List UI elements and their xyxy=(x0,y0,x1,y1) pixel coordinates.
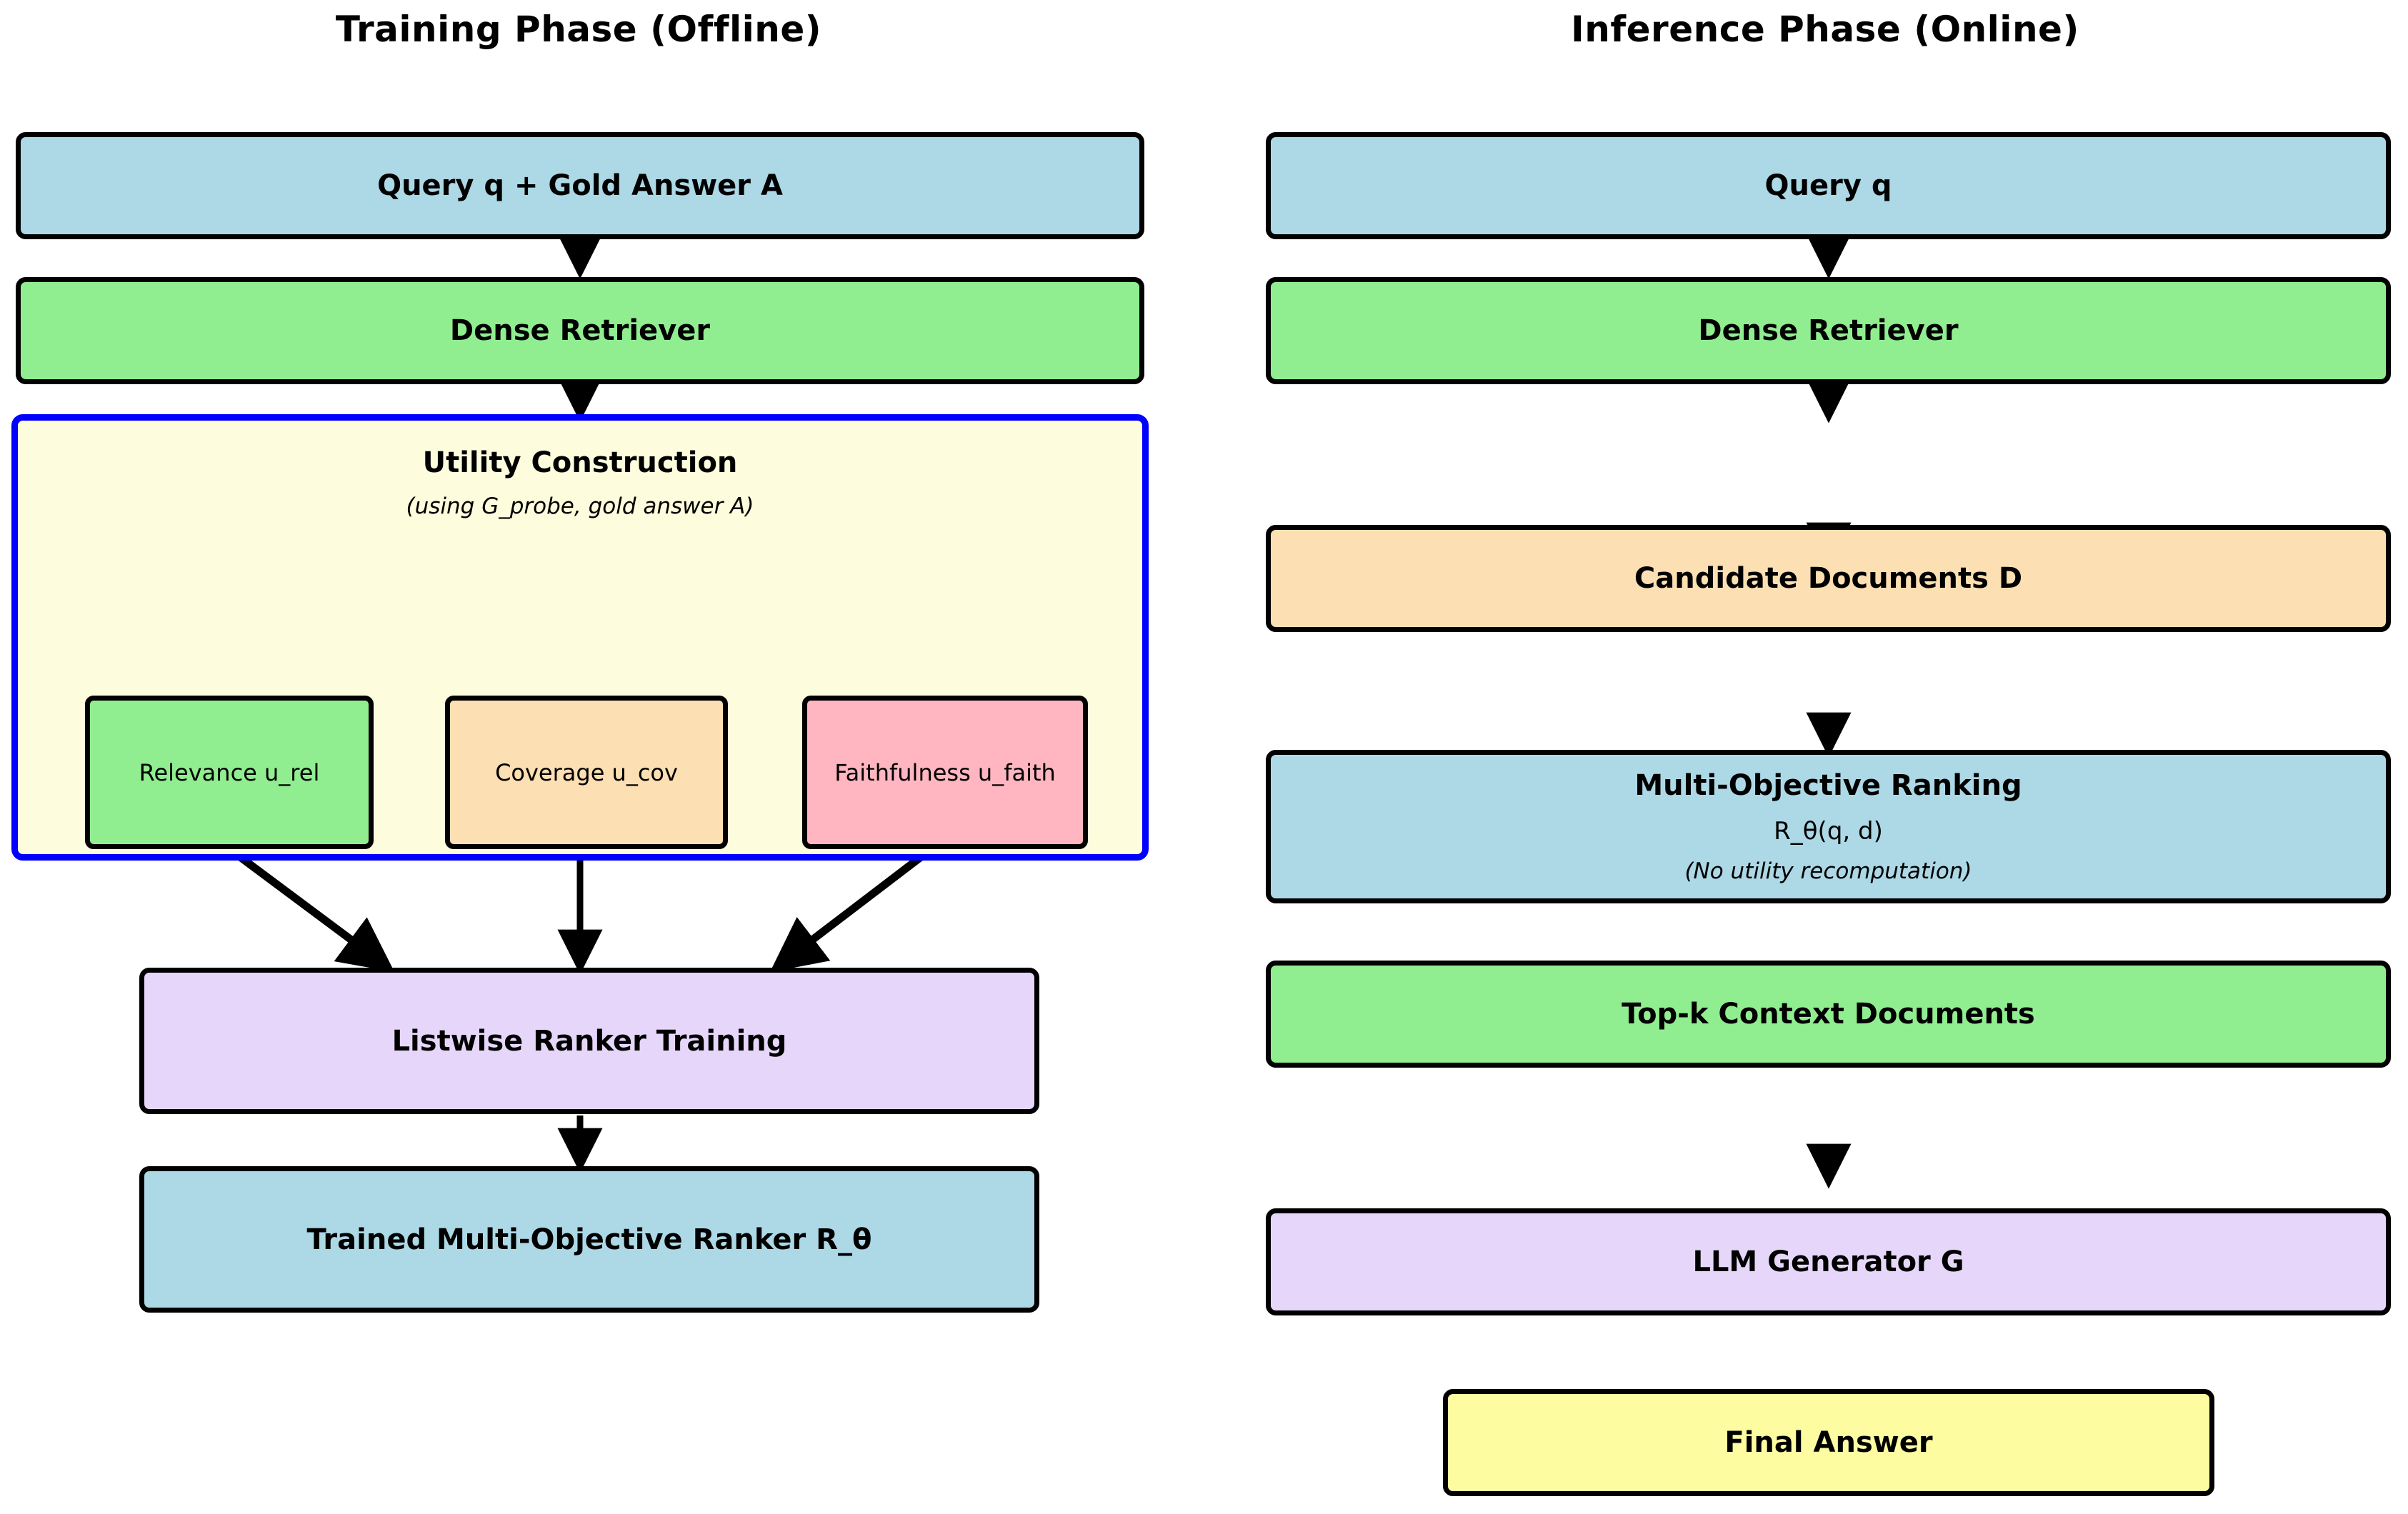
node-label: Trained Multi-Objective Ranker R_θ xyxy=(306,1223,872,1256)
node-label: Top-k Context Documents xyxy=(1622,998,2035,1031)
node-label: Dense Retriever xyxy=(449,314,711,347)
node-query[interactable]: Query q xyxy=(1266,132,2391,239)
utility-construction-title: Utility Construction xyxy=(422,446,738,479)
node-llm-generator[interactable]: LLM Generator G xyxy=(1266,1208,2391,1315)
node-relevance-utility[interactable]: Relevance u_rel xyxy=(85,696,374,849)
node-label: Query q + Gold Answer A xyxy=(377,169,783,202)
node-multi-objective-ranking[interactable]: Multi-Objective Ranking R_θ(q, d) (No ut… xyxy=(1266,750,2391,903)
inference-phase-title: Inference Phase (Online) xyxy=(1571,9,2079,50)
node-note: (No utility recomputation) xyxy=(1684,858,1972,885)
node-label: Final Answer xyxy=(1724,1426,1933,1459)
node-listwise-ranker-training[interactable]: Listwise Ranker Training xyxy=(139,968,1039,1114)
node-label: Multi-Objective Ranking xyxy=(1634,768,2022,802)
training-phase-title: Training Phase (Offline) xyxy=(335,9,822,50)
node-candidate-documents[interactable]: Candidate Documents D xyxy=(1266,525,2391,632)
node-label: Coverage u_cov xyxy=(495,758,678,786)
node-query-gold-answer[interactable]: Query q + Gold Answer A xyxy=(16,132,1144,239)
node-dense-retriever-training[interactable]: Dense Retriever xyxy=(16,277,1144,384)
utility-construction-group: Utility Construction (using G_probe, gol… xyxy=(11,414,1149,861)
node-label: LLM Generator G xyxy=(1692,1245,1964,1278)
node-faithfulness-utility[interactable]: Faithfulness u_faith xyxy=(802,696,1088,849)
node-label: Listwise Ranker Training xyxy=(391,1024,787,1058)
node-trained-multi-objective-ranker[interactable]: Trained Multi-Objective Ranker R_θ xyxy=(139,1166,1039,1313)
node-dense-retriever-inference[interactable]: Dense Retriever xyxy=(1266,277,2391,384)
node-topk-context-documents[interactable]: Top-k Context Documents xyxy=(1266,961,2391,1068)
node-label: Query q xyxy=(1764,169,1892,202)
node-label: Relevance u_rel xyxy=(139,758,320,786)
node-label: Faithfulness u_faith xyxy=(834,758,1056,786)
node-label: Dense Retriever xyxy=(1698,314,1959,347)
node-final-answer[interactable]: Final Answer xyxy=(1443,1389,2214,1496)
node-label: Candidate Documents D xyxy=(1634,562,2023,595)
utility-construction-subtitle: (using G_probe, gold answer A) xyxy=(406,493,754,519)
node-formula: R_θ(q, d) xyxy=(1774,816,1883,846)
node-coverage-utility[interactable]: Coverage u_cov xyxy=(445,696,728,849)
